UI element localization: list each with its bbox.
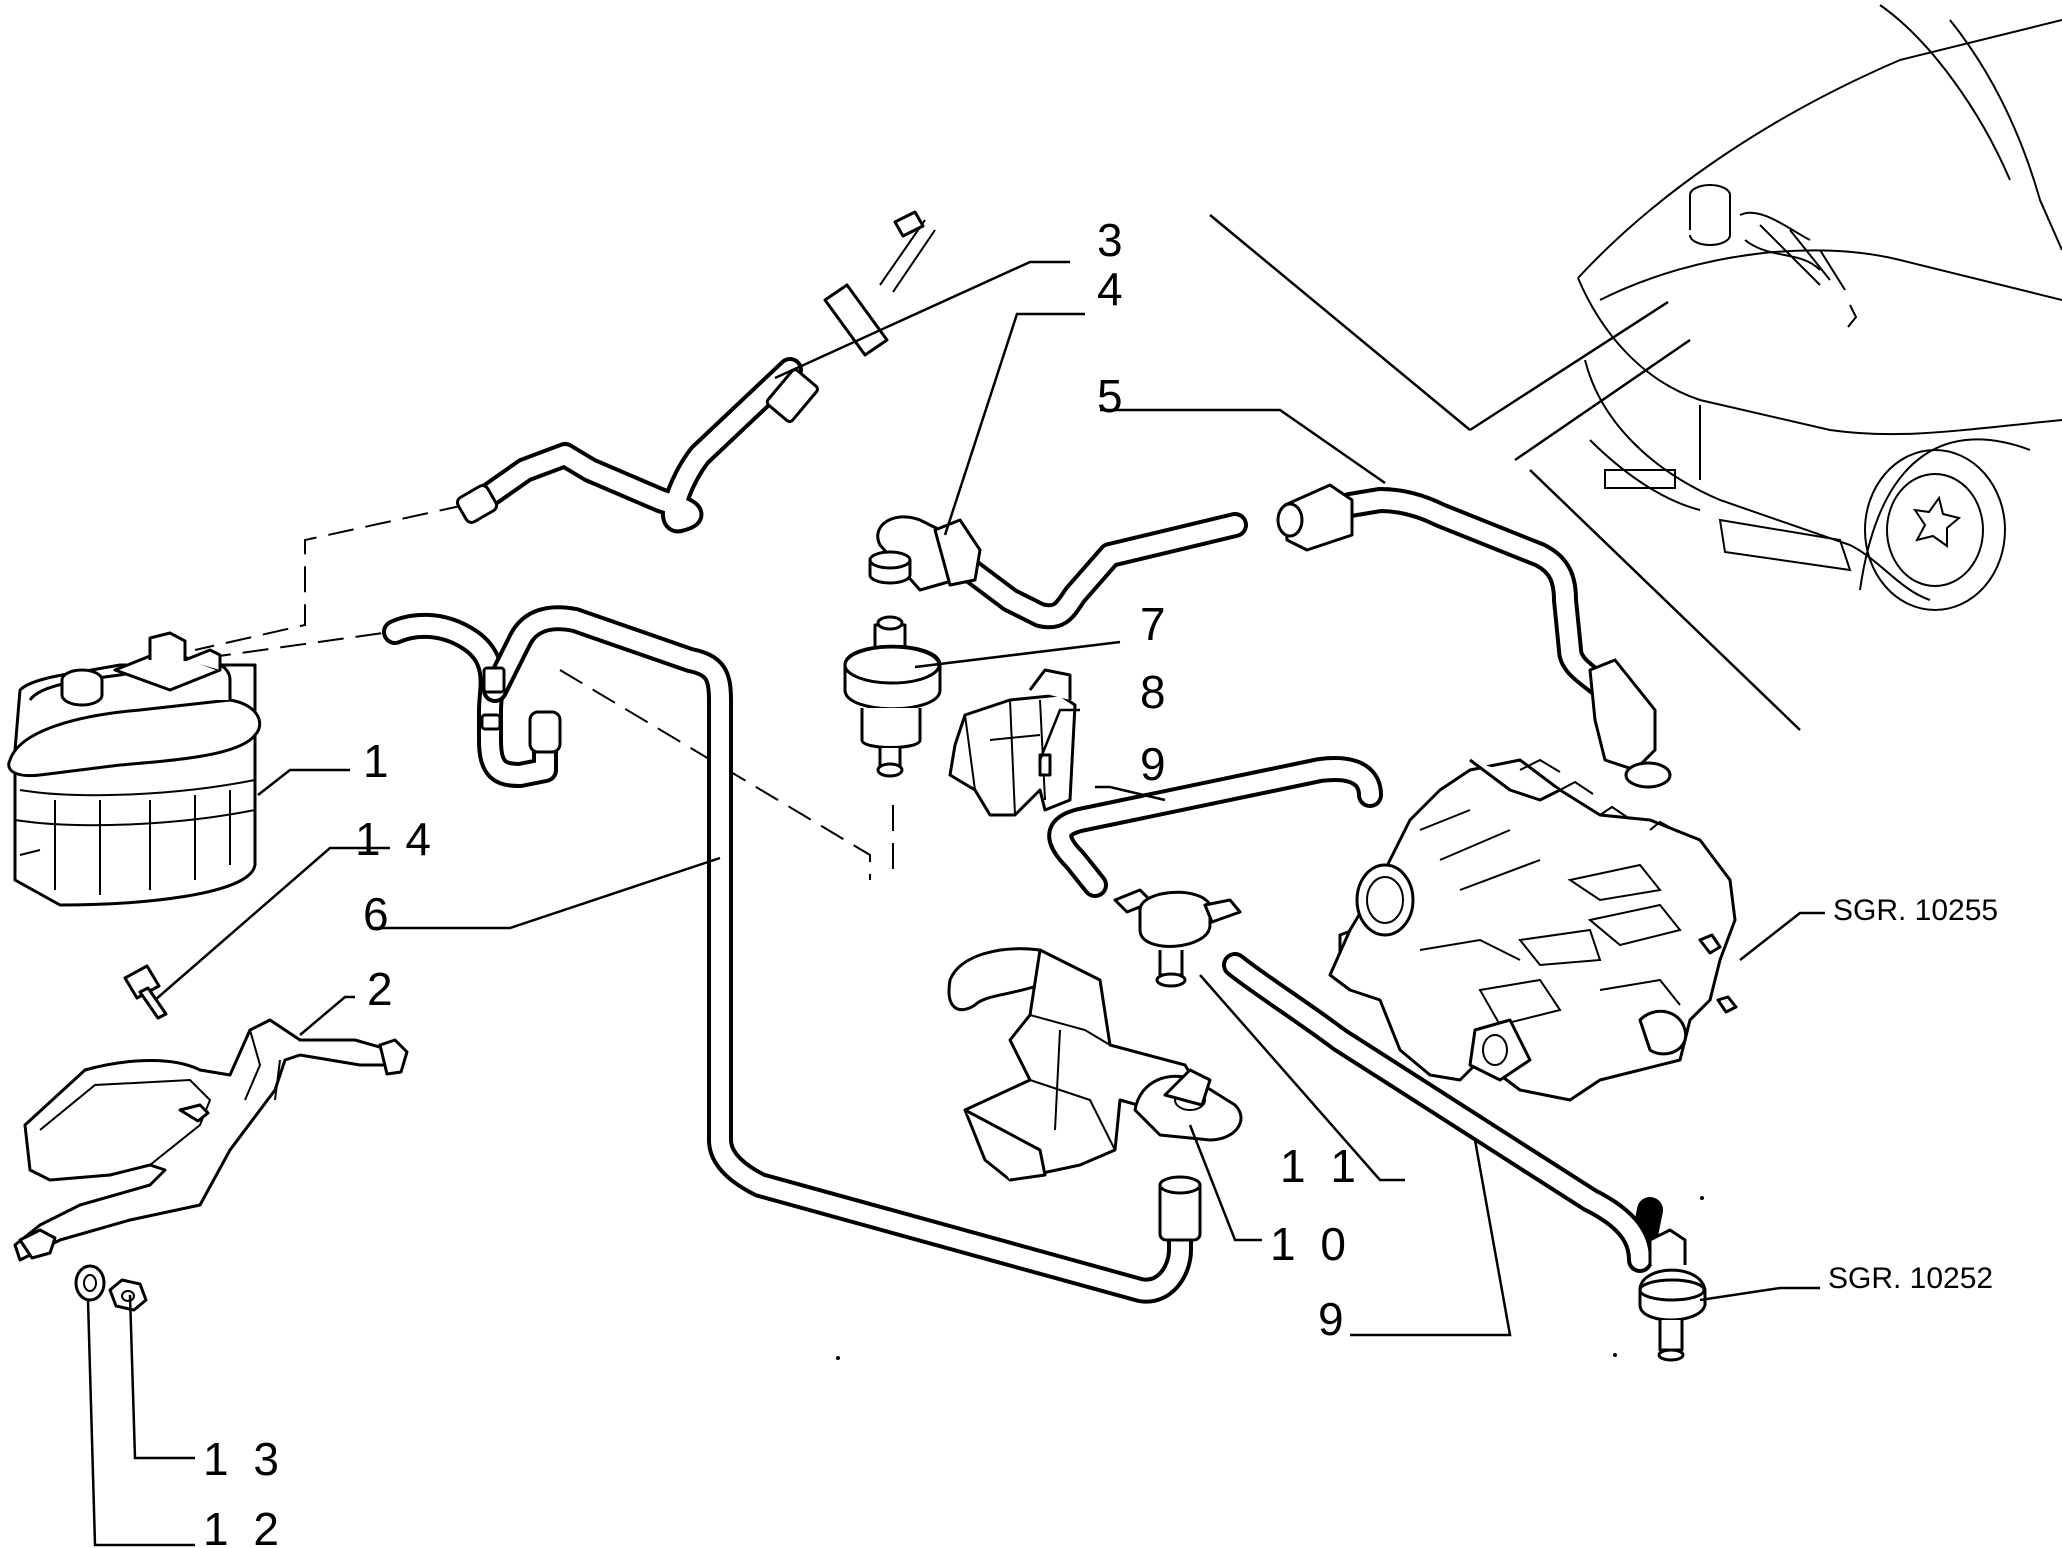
pressure-sensor [1638,1228,1707,1362]
callout-3: 3 [1097,214,1129,266]
callout-11: 1 1 [1280,1140,1362,1192]
callout-8: 8 [1140,666,1172,718]
hose-9-upper [1047,756,1383,898]
callout-14: 1 4 [355,813,437,865]
callout-9-upper: 9 [1140,738,1172,790]
reference-sgr-10252: SGR. 10252 [1828,1262,1993,1295]
dot-mark [1700,1196,1704,1200]
hose-5 [1276,483,1672,789]
car-location-inset [1209,4,2062,731]
bracket-8 [948,668,1077,817]
valve-7 [843,615,942,778]
callout-13: 1 3 [203,1433,285,1485]
hose-4 [868,512,1248,630]
small-fasteners [74,964,168,1312]
callout-9-lower: 9 [1318,1293,1350,1345]
callout-10: 1 0 [1270,1218,1352,1270]
hose-3 [455,210,936,534]
hose-9-lower [1222,952,1663,1273]
dot-mark [836,1356,840,1360]
alignment-dashed-lines [194,504,894,880]
intake-manifold [1328,758,1738,1102]
callout-5: 5 [1097,370,1129,422]
leader-lines [86,260,1825,1547]
support-bracket [947,947,1243,1182]
callout-2: 2 [367,963,399,1015]
callout-1: 1 [363,735,395,787]
callout-4: 4 [1097,263,1129,315]
callout-6: 6 [363,888,395,940]
hose-6 [382,605,1202,1304]
callout-7: 7 [1140,598,1172,650]
callout-12: 1 2 [203,1503,285,1548]
dot-mark [1613,1353,1617,1357]
valve-11 [1113,888,1242,988]
bracket-2 [13,1018,409,1262]
reference-sgr-10255: SGR. 10255 [1833,894,1998,927]
canister-1 [7,631,262,907]
callout-labels: 3 4 5 7 8 9 1 1 4 6 2 1 1 1 0 9 1 3 1 2 … [203,214,1998,1548]
